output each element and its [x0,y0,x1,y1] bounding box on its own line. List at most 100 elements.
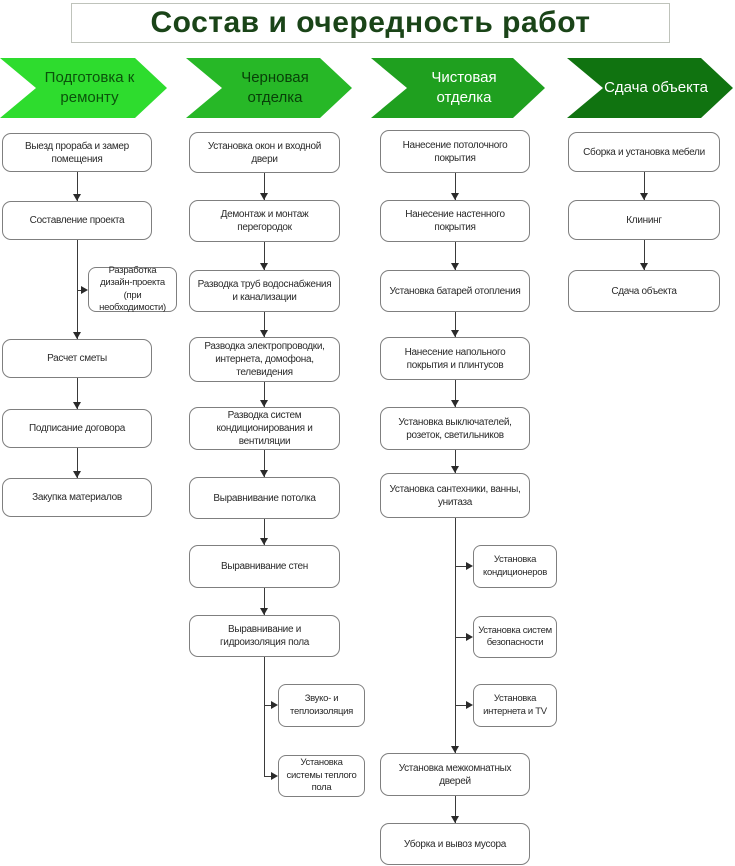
connector-line [77,290,82,291]
node-col3-side3: Установка интернета и TV [473,684,557,727]
phase-header-label: Черновая отделка [241,68,309,106]
diagram-title: Состав и очередность работ [150,6,591,39]
node-label: Выезд прораба и замер помещения [25,140,129,165]
connector-line [644,172,645,200]
arrowhead-right [271,701,278,709]
node-col3-side1: Установка кондиционеров [473,545,557,588]
node-label: Расчет сметы [47,353,107,364]
connector-line [77,172,78,201]
arrowhead-right [271,772,278,780]
node-label: Выравнивание и гидроизоляция пола [219,624,310,648]
arrowhead-down [260,263,268,270]
connector-line [264,382,265,407]
node-label: Установка кондиционеров [483,554,547,578]
node-col2-step4: Разводка электропроводки, интернета, дом… [189,337,340,382]
node-col3-step2: Нанесение настенного покрытия [380,200,530,242]
diagram-title-box: Состав и очередность работ [71,3,670,43]
arrowhead-down [260,538,268,545]
arrowhead-right [81,286,88,294]
node-label: Сборка и установка мебели [583,146,705,158]
node-col2-side1: Звуко- и теплоизоляция [278,684,365,727]
node-col1-step1: Выезд прораба и замер помещения [2,133,152,172]
connector-line [455,705,466,706]
phase-header-podgotovka: Подготовка к ремонту [0,58,167,118]
node-col3-step6: Установка сантехники, ванны, унитаза [380,473,530,518]
node-label: Звуко- и теплоизоляция [290,693,353,717]
connector-line [455,242,456,270]
node-col1-step3: Расчет сметы [2,339,152,378]
arrowhead-down [260,193,268,200]
node-label: Установка межкомнатных дверей [398,762,512,787]
arrowhead-down [73,332,81,339]
phase-header-label: Подготовка к ремонту [44,68,135,106]
connector-line [264,312,265,337]
arrowhead-down [73,402,81,409]
node-label: Демонтаж и монтаж перегородок [220,209,309,233]
node-col2-step7: Выравнивание стен [189,545,340,588]
connector-line [264,588,265,615]
node-label: Разводка систем кондиционирования и вент… [216,410,313,447]
node-label: Закупка материалов [32,492,122,503]
node-label: Разводка электропроводки, интернета, дом… [204,341,325,378]
connector-line [455,312,456,337]
node-label: Установка интернета и TV [483,693,547,717]
arrowhead-right [466,562,473,570]
node-col3-step3: Установка батарей отопления [380,270,530,312]
node-label: Установка батарей отопления [389,285,521,297]
node-label: Нанесение настенного покрытия [405,209,505,233]
node-col3-step4: Нанесение напольного покрытия и плинтусо… [380,337,530,380]
node-label: Нанесение потолочного покрытия [402,139,508,164]
node-label: Выравнивание стен [220,561,309,572]
arrowhead-down [451,330,459,337]
connector-line [264,173,265,200]
node-label: Сдача объекта [611,285,677,297]
node-col1-step2: Составление проекта [2,201,152,240]
node-label: Разработка дизайн-проекта (при необходим… [99,264,166,313]
node-label: Составление проекта [29,215,125,226]
node-col4-step2: Клининг [568,200,720,240]
arrowhead-down [451,816,459,823]
node-col3-step8: Уборка и вывоз мусора [380,823,530,865]
connector-line [264,242,265,270]
phase-header-chistovaya: Чистовая отделка [371,58,545,118]
arrowhead-down [260,470,268,477]
phase-header-chernovaya: Черновая отделка [186,58,352,118]
node-col3-step5: Установка выключателей, розеток, светиль… [380,407,530,450]
connector-line [455,796,456,823]
connector-line [77,378,78,409]
node-col4-step1: Сборка и установка мебели [568,132,720,172]
arrowhead-down [451,263,459,270]
connector-line [455,450,456,473]
node-col1-step5: Закупка материалов [2,478,152,517]
arrowhead-right [466,701,473,709]
node-col1-step4: Подписание договора [2,409,152,448]
node-col2-step6: Выравнивание потолка [189,477,340,519]
connector-line [264,776,272,777]
connector-line [264,519,265,545]
arrowhead-down [640,263,648,270]
node-label: Установка окон и входной двери [207,140,322,165]
connector-line [455,566,466,567]
arrowhead-down [451,746,459,753]
arrowhead-down [260,400,268,407]
connector-line [264,450,265,477]
node-label: Разводка труб водоснабжения и канализаци… [197,279,332,303]
node-col4-step3: Сдача объекта [568,270,720,312]
arrowhead-down [451,400,459,407]
connector-line [455,173,456,200]
connector-line [77,448,78,478]
arrowhead-right [466,633,473,641]
arrowhead-down [73,471,81,478]
node-col2-step3: Разводка труб водоснабжения и канализаци… [189,270,340,312]
node-label: Нанесение напольного покрытия и плинтусо… [404,346,506,371]
arrowhead-down [260,608,268,615]
node-col2-step8: Выравнивание и гидроизоляция пола [189,615,340,657]
connector-line [264,705,272,706]
node-col2-step1: Установка окон и входной двери [189,132,340,173]
connector-line [455,637,466,638]
node-label: Подписание договора [29,423,125,434]
node-label: Установка системы теплого пола [286,757,357,794]
arrowhead-down [260,330,268,337]
phase-header-label: Сдача объекта [604,78,708,96]
connector-line [264,657,265,776]
